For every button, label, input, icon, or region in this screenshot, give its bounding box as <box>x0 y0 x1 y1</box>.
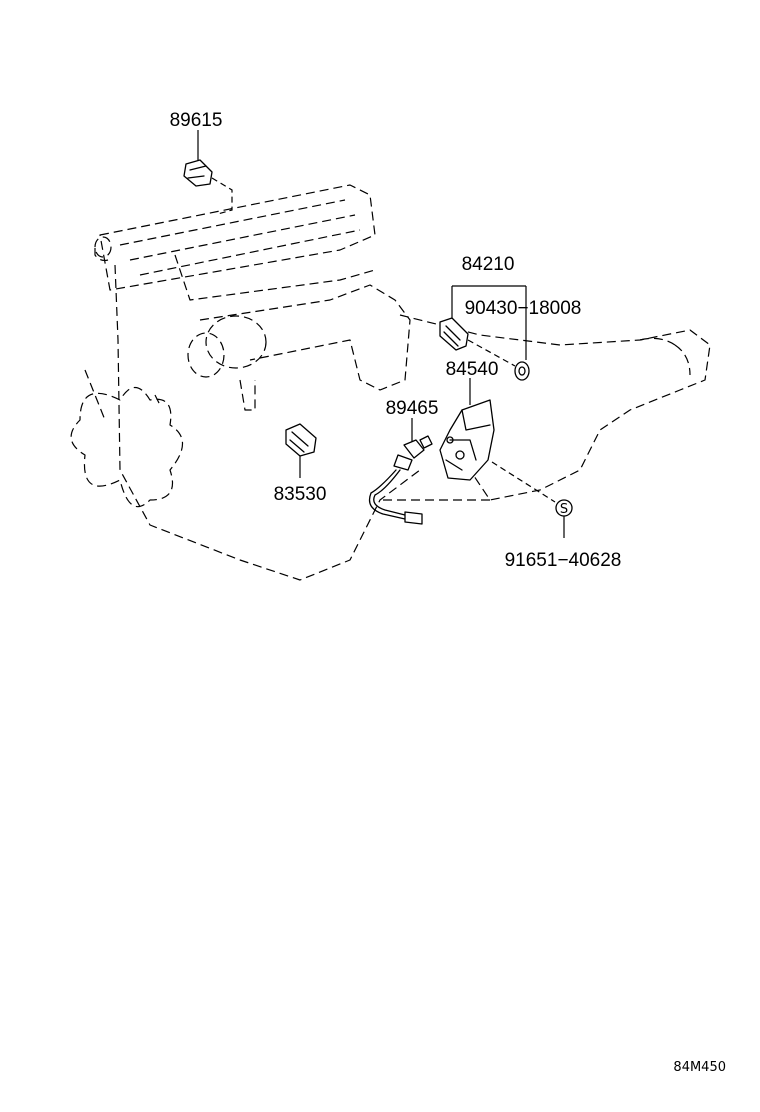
part-83530[interactable] <box>285 423 317 478</box>
part-90430-washer[interactable] <box>514 361 530 381</box>
label-89465[interactable]: 89465 <box>386 398 439 419</box>
bolt-symbol-s: S <box>560 502 568 517</box>
part-89615[interactable] <box>183 130 233 215</box>
diagram-reference-code: 84M450 <box>673 1060 726 1075</box>
label-89615[interactable]: 89615 <box>170 110 223 131</box>
part-84210[interactable] <box>439 285 527 367</box>
part-91651[interactable]: S <box>555 499 573 538</box>
label-84210[interactable]: 84210 <box>462 254 515 275</box>
label-91651-40628[interactable]: 91651−40628 <box>505 550 622 571</box>
part-84540[interactable] <box>439 378 556 503</box>
engine-phantom-outline <box>70 184 711 581</box>
label-84540[interactable]: 84540 <box>446 359 499 380</box>
label-90430-18008[interactable]: 90430−18008 <box>465 298 582 319</box>
label-83530[interactable]: 83530 <box>274 484 327 505</box>
part-89465[interactable] <box>368 418 433 525</box>
